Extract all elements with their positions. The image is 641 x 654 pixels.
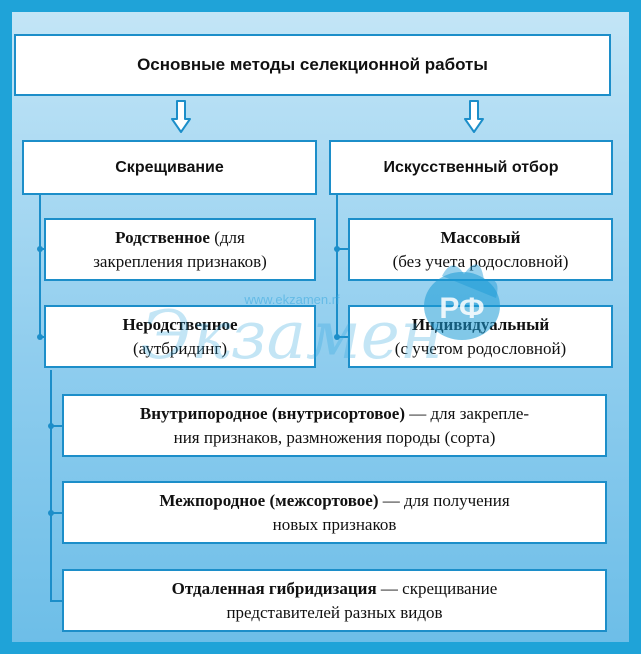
diagram-title: Основные методы селекционной работы bbox=[14, 34, 611, 96]
connector-dot bbox=[334, 246, 340, 252]
arrow-down-icon bbox=[464, 100, 484, 133]
sub-branch-2 bbox=[50, 512, 62, 514]
connector-dot bbox=[48, 510, 54, 516]
right-connector bbox=[336, 195, 338, 337]
selection-mass: Массовый(без учета родословной) bbox=[348, 218, 613, 281]
branch-artificial-selection: Искусственный отбор bbox=[329, 140, 613, 195]
connector-dot bbox=[37, 334, 43, 340]
selection-individual: Индивидуальный(с учетом родословной) bbox=[348, 305, 613, 368]
sub-branch-1 bbox=[50, 425, 62, 427]
connector-dot bbox=[334, 334, 340, 340]
connector-dot bbox=[37, 246, 43, 252]
sub-connector bbox=[50, 370, 52, 602]
right-branch-bottom bbox=[336, 336, 348, 338]
right-branch-top bbox=[336, 248, 348, 250]
arrow-down-icon bbox=[171, 100, 191, 133]
crossing-outbreeding: Неродственное(аутбридинг) bbox=[44, 305, 316, 368]
outbreeding-intrabreed: Внутрипородное (внутрисортовое) — для за… bbox=[62, 394, 607, 457]
outbreeding-interbreed: Межпородное (межсортовое) — для получени… bbox=[62, 481, 607, 544]
sub-branch-3 bbox=[50, 600, 62, 602]
branch-crossing: Скрещивание bbox=[22, 140, 317, 195]
left-connector bbox=[39, 195, 41, 337]
connector-dot bbox=[48, 423, 54, 429]
